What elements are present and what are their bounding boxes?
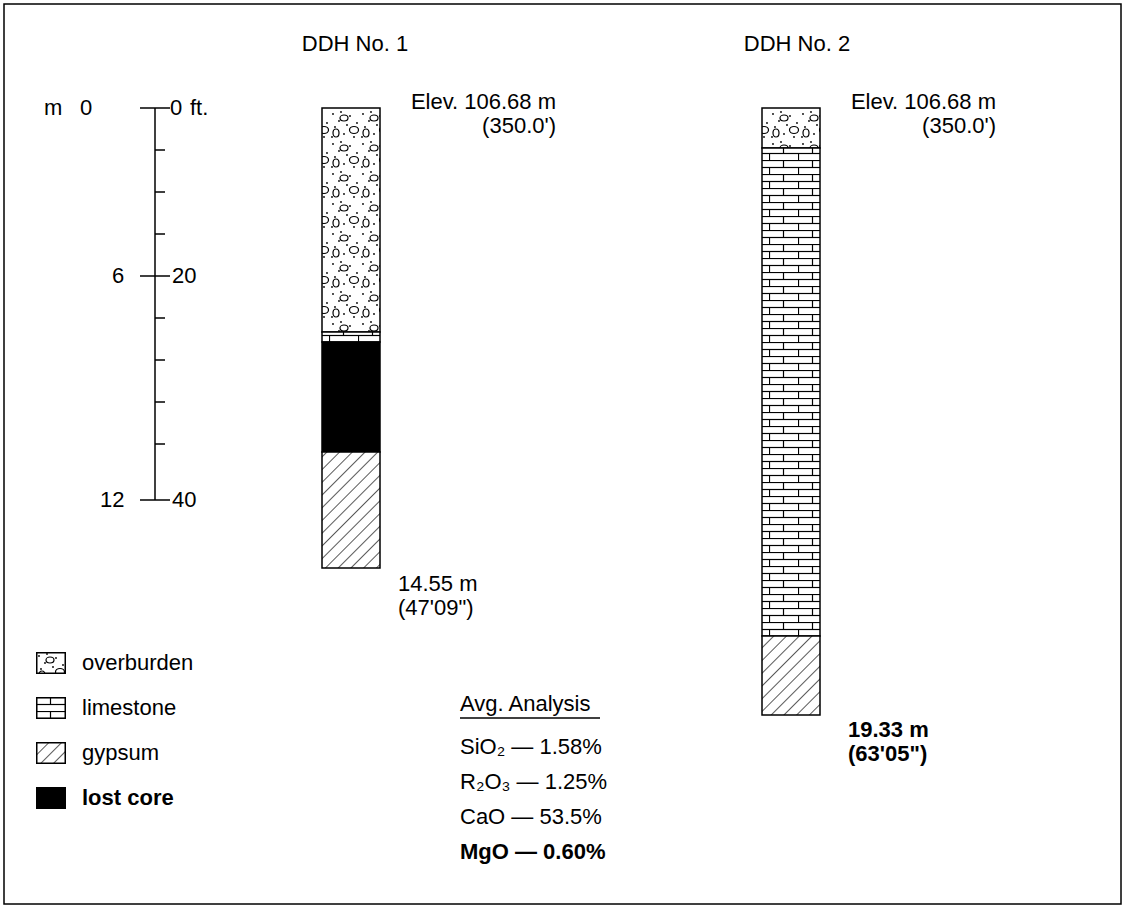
hole-depth: 19.33 m (63'05") bbox=[848, 718, 944, 766]
collar-elevation: Elev. 106.68 m (350.0') bbox=[388, 90, 556, 138]
core-interval bbox=[762, 108, 820, 148]
core-interval bbox=[322, 342, 380, 452]
core-interval bbox=[762, 148, 820, 636]
core-interval bbox=[322, 452, 380, 568]
scale-value: 20 bbox=[172, 264, 196, 288]
core-interval bbox=[322, 332, 380, 342]
scale-value: 6 bbox=[112, 264, 124, 288]
scale-value: 0 bbox=[170, 96, 182, 120]
legend-swatch bbox=[36, 697, 66, 719]
scale-value: 12 bbox=[100, 488, 124, 512]
analysis-value: CaO — 53.5% bbox=[460, 805, 602, 829]
legend-label: lost core bbox=[82, 785, 174, 811]
core-column bbox=[740, 20, 1100, 740]
analysis-value: R₂O₃ — 1.25% bbox=[460, 770, 607, 794]
depth-scale bbox=[140, 108, 170, 500]
underline bbox=[460, 717, 600, 718]
scale-value: 0 bbox=[80, 96, 92, 120]
legend-swatch bbox=[36, 787, 66, 809]
analysis-heading: Avg. Analysis bbox=[460, 692, 590, 716]
hole-depth: 14.55 m (47'09") bbox=[398, 572, 494, 620]
collar-elevation: Elev. 106.68 m (350.0') bbox=[828, 90, 996, 138]
core-interval bbox=[322, 108, 380, 332]
drill-hole-log: DDH No. 1 Elev. 106.68 m (350.0') 14.55 m … bbox=[300, 20, 630, 630]
scale-value: 40 bbox=[172, 488, 196, 512]
analysis-value: SiO₂ — 1.58% bbox=[460, 735, 602, 759]
legend-label: overburden bbox=[82, 650, 193, 676]
drill-hole-log: DDH No. 2Elev. 106.68 m (350.0')19.33 m … bbox=[740, 20, 1100, 740]
legend-swatch bbox=[36, 652, 66, 674]
legend-swatch bbox=[36, 742, 66, 764]
core-interval bbox=[762, 636, 820, 715]
hole-heading: DDH No. 1 bbox=[300, 32, 410, 56]
hole-heading: DDH No. 2 bbox=[740, 32, 854, 56]
legend-label: gypsum bbox=[82, 740, 159, 766]
scale-unit: ft. bbox=[190, 96, 208, 120]
legend-label: limestone bbox=[82, 695, 176, 721]
scale-unit: m bbox=[44, 96, 62, 120]
analysis-value: MgO — 0.60% bbox=[460, 840, 605, 864]
